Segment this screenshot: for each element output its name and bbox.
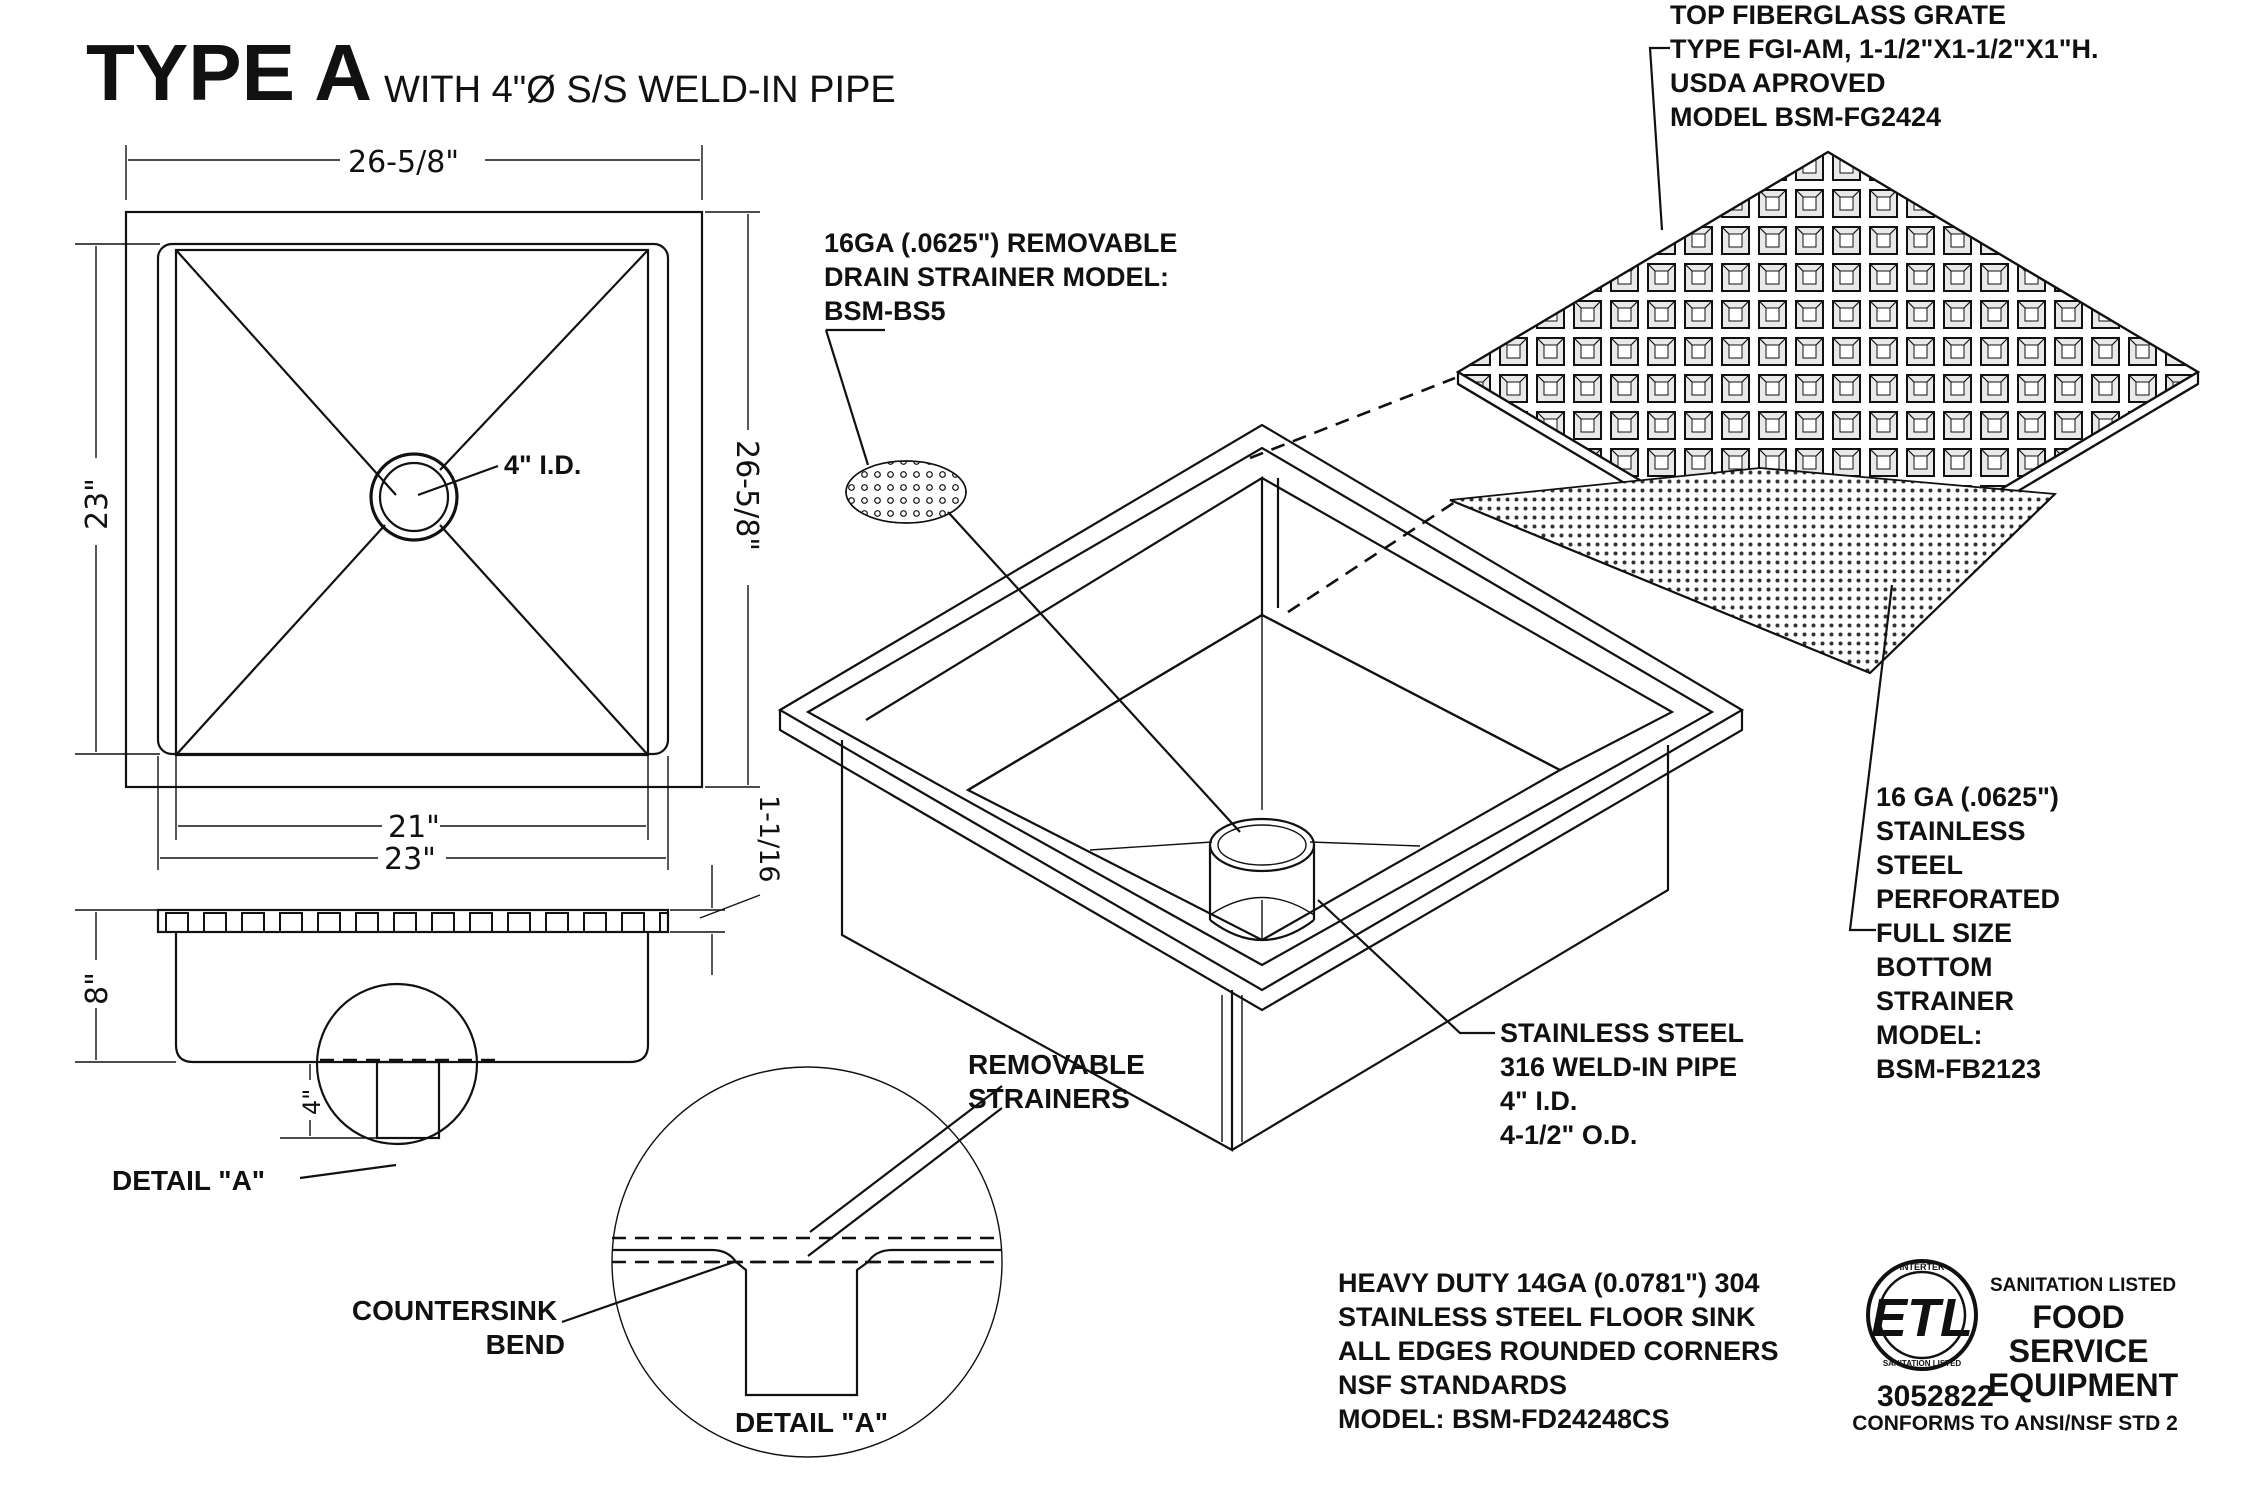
side-flange-notches — [158, 910, 668, 932]
dim-top-width: 26-5/8" — [348, 145, 459, 180]
side-detail-circle — [315, 982, 479, 1146]
svg-text:ETL: ETL — [1871, 1288, 1973, 1348]
drain-id-label: 4" I.D. — [504, 450, 581, 480]
iso-drain-top — [1208, 817, 1316, 873]
conforms-text: CONFORMS TO ANSI/NSF STD 2 — [1852, 1412, 2178, 1435]
countersink-label: COUNTERSINK BEND — [352, 1295, 565, 1360]
isometric-sink — [777, 423, 1745, 1152]
drain-strainer-disc: 16GA (.0625") REMOVABLE DRAIN STRAINER M… — [824, 228, 1241, 833]
dim-outer-width: 23" — [384, 842, 436, 877]
etl-logo: ETL INTERTEK SANITATION LISTED — [1866, 1259, 1978, 1371]
title-block: TYPE A WITH 4"Ø S/S WELD-IN PIPE — [86, 28, 896, 117]
pipe-label: STAINLESS STEEL 316 WELD-IN PIPE 4" I.D.… — [1500, 1018, 1751, 1150]
detail-a-label-circle: DETAIL "A" — [735, 1407, 888, 1438]
plan-view: 4" I.D. 26-5/8" 23" 26-5/8" 21" 23" — [75, 145, 764, 877]
perforated-callout: 16 GA (.0625") STAINLESS STEEL PERFORATE… — [1848, 584, 2068, 1084]
iso-bottom-pan — [965, 613, 1563, 942]
svg-text:INTERTEK: INTERTEK — [1900, 1262, 1946, 1272]
dim-right-height: 26-5/8" — [729, 440, 764, 551]
sanitation-listed: SANITATION LISTED — [1990, 1275, 2176, 1296]
plan-sink-bottom — [174, 248, 650, 757]
iso-right-wall — [1231, 745, 1670, 1151]
perforated-strainer — [1449, 467, 2058, 675]
detail-a-view: DETAIL "A" REMOVABLE STRAINERS COUNTERSI… — [352, 1049, 1153, 1458]
dim-left-height: 23" — [80, 478, 115, 530]
perforated-sheet — [1449, 467, 2058, 675]
removable-strainers-label: REMOVABLE STRAINERS — [968, 1049, 1153, 1114]
plan-drain-inner — [378, 461, 450, 533]
title-sub: WITH 4"Ø S/S WELD-IN PIPE — [384, 69, 896, 111]
etl-certification: ETL INTERTEK SANITATION LISTED 3052822 S… — [1852, 1259, 2179, 1435]
svg-text:SANITATION LISTED: SANITATION LISTED — [1883, 1359, 1962, 1368]
description-text: HEAVY DUTY 14GA (0.0781") 304 STAINLESS … — [1338, 1268, 1786, 1434]
food-service-equipment: FOOD SERVICE EQUIPMENT — [1988, 1299, 2179, 1403]
detail-a-profile — [612, 1248, 1002, 1397]
plan-drain-outer — [369, 452, 459, 542]
iso-left-wall — [840, 740, 1234, 1152]
detail-a-label-left: DETAIL "A" — [112, 1165, 265, 1196]
drain-strainer-label: 16GA (.0625") REMOVABLE DRAIN STRAINER M… — [824, 228, 1185, 326]
grate-callout: TOP FIBERGLASS GRATE TYPE FGI-AM, 1-1/2"… — [1648, 0, 2106, 231]
dim-inner-width: 21" — [388, 810, 440, 845]
iso-inner-back-left — [865, 476, 1264, 791]
etl-number: 3052822 — [1877, 1380, 1994, 1413]
side-pipe — [375, 1060, 441, 1140]
side-sink-body — [174, 932, 650, 1064]
dim-pipe-length: 4" — [298, 1089, 326, 1115]
pipe-callout: STAINLESS STEEL 316 WELD-IN PIPE 4" I.D.… — [1317, 899, 1751, 1150]
description-block: HEAVY DUTY 14GA (0.0781") 304 STAINLESS … — [1338, 1268, 1786, 1434]
grate-label: TOP FIBERGLASS GRATE TYPE FGI-AM, 1-1/2"… — [1670, 0, 2106, 132]
plan-sink-body — [156, 242, 670, 756]
perforated-label: 16 GA (.0625") STAINLESS STEEL PERFORATE… — [1876, 782, 2068, 1084]
dim-flange: 1-1/16 — [753, 795, 784, 883]
title-main: TYPE A — [86, 28, 372, 117]
plan-outer-flange — [124, 210, 704, 789]
dim-depth: 8" — [80, 972, 115, 1005]
side-view: 8" 4" 1-1/16 DETAIL "A" — [75, 795, 784, 1196]
